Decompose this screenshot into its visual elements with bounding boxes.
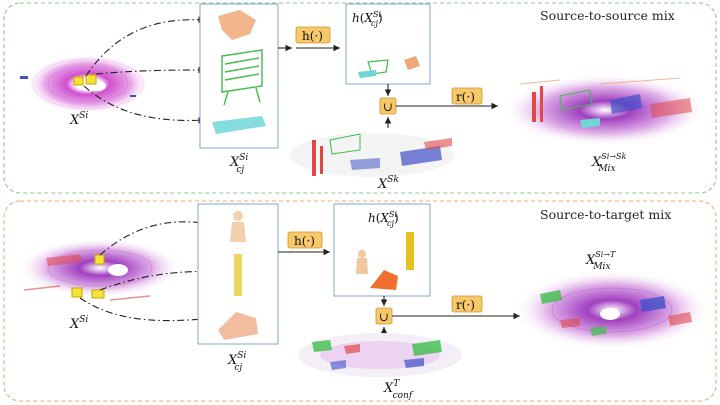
source-scan-bottom — [18, 238, 182, 301]
crop-box-4 — [71, 287, 83, 298]
top-panel-title: Source-to-source mix — [540, 8, 675, 23]
label-source-k: XSk — [377, 175, 399, 192]
r-operator-top — [451, 87, 483, 105]
label-source-scan-top: XSi — [69, 111, 88, 128]
cropped-object-green — [221, 49, 263, 106]
crop-box-3 — [94, 254, 105, 265]
h-operator-bottom-label: h(·) — [294, 234, 315, 248]
bottom-panel-title: Source-to-target mix — [540, 207, 671, 222]
union-top-label: ∪ — [383, 100, 393, 114]
dashdot-arrow-top-3 — [83, 85, 206, 124]
transformed-objects-bottom — [356, 232, 414, 290]
cropped-object-cyclist — [218, 312, 258, 340]
crop-box-1 — [73, 76, 84, 86]
cropped-object-cyan — [212, 116, 266, 134]
source-k-scan — [290, 133, 454, 177]
mixed-scan-bottom — [514, 270, 710, 350]
top-panel-border — [3, 2, 717, 194]
h-operator-top-label: h(·) — [302, 29, 323, 43]
dashdot-arrow-top-1 — [85, 16, 206, 77]
r-operator-top-label: r(·) — [456, 90, 475, 104]
target-conf-scan — [298, 333, 462, 377]
dashdot-arrow-top-2 — [95, 66, 206, 75]
dashdot-arrow-bottom-3 — [79, 297, 216, 322]
cropped-object-pedestrian — [230, 211, 246, 242]
source-scan-top — [20, 54, 150, 114]
h-operator-top — [295, 26, 331, 44]
cropped-object-orange — [218, 10, 256, 40]
r-operator-bottom — [451, 295, 483, 313]
transformed-objects-top — [358, 56, 420, 78]
bottom-panel-border — [3, 200, 717, 402]
r-operator-bottom-label: r(·) — [456, 298, 475, 312]
crop-box-2 — [85, 74, 97, 85]
mixed-scan-top — [503, 74, 707, 146]
h-operator-bottom — [287, 231, 323, 249]
cropped-object-pole — [234, 254, 242, 296]
label-source-scan-bottom: XSi — [69, 315, 88, 332]
crop-box-5 — [91, 289, 105, 299]
union-bottom-label: ∪ — [379, 310, 389, 324]
